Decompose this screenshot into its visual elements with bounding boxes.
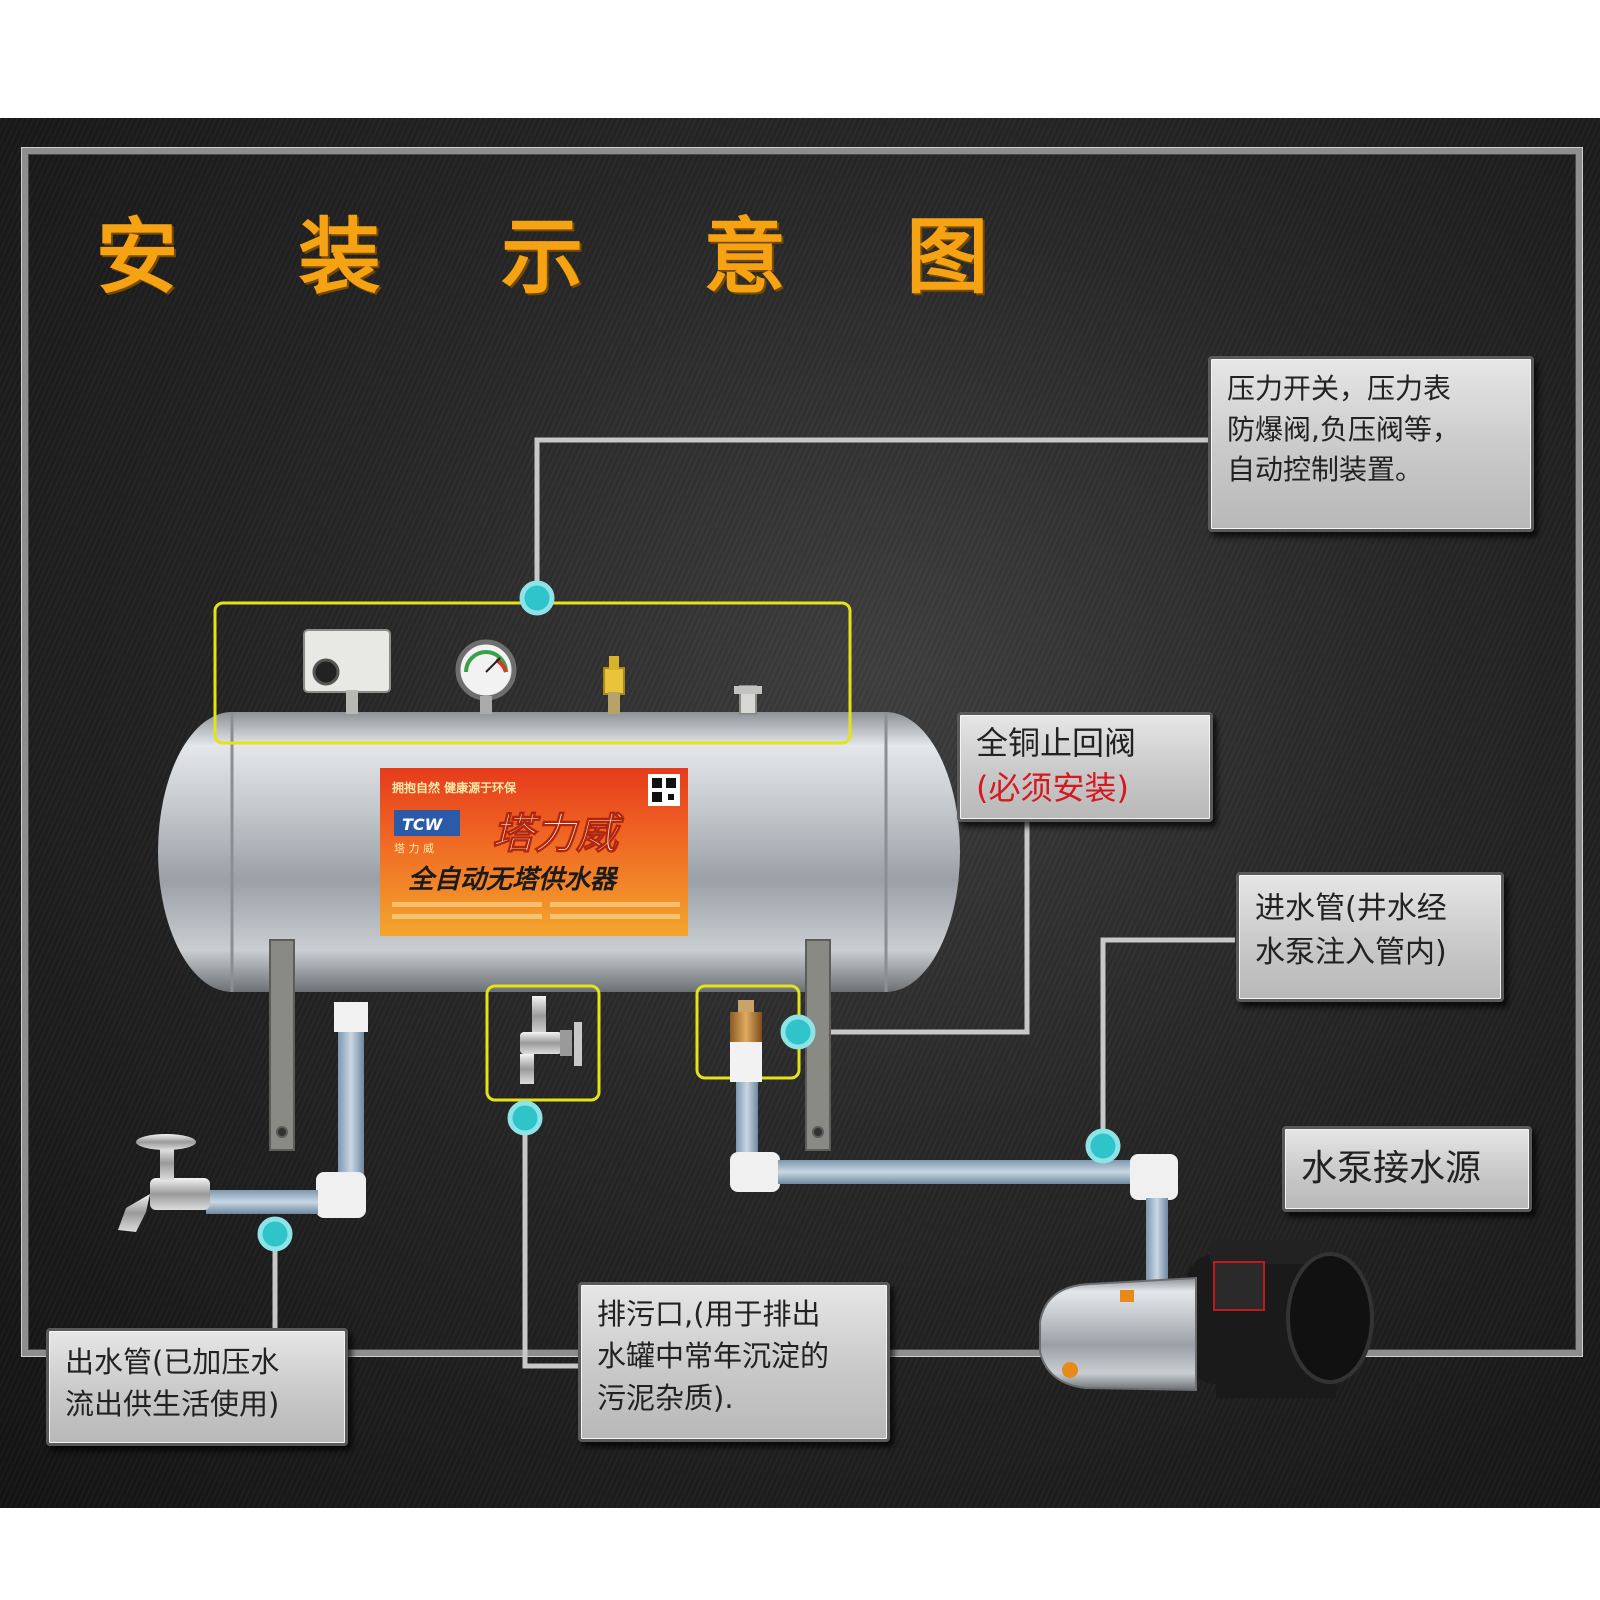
label-outlet: 出水管(已加压水 流出供生活使用): [46, 1328, 348, 1446]
water-pump-icon: [1039, 1240, 1374, 1398]
tank-sticker: 拥抱自然 健康源于环保 TCW 塔 力 威 塔力威 全自动无塔供水器: [380, 768, 688, 936]
faucet-icon: [118, 1134, 210, 1232]
callout-markers: [257, 580, 1121, 1252]
pressure-switch-icon: [303, 629, 391, 714]
label-drain: 排污口,(用于排出 水罐中常年沉淀的 污泥杂质).: [578, 1282, 890, 1442]
sticker-product: 全自动无塔供水器: [408, 865, 619, 895]
safety-valve-icon: [603, 656, 625, 714]
label-inlet-line-1: 进水管(井水经: [1255, 891, 1447, 926]
label-controls-line-2: 防爆阀,负压阀等，: [1227, 412, 1460, 446]
label-drain-line-2: 水罐中常年沉淀的: [597, 1339, 830, 1374]
leader-line-inlet: [1100, 937, 1235, 1146]
label-controls-line-1: 压力开关，压力表: [1227, 372, 1452, 405]
label-controls: 压力开关，压力表 防爆阀,负压阀等， 自动控制装置。: [1208, 356, 1534, 532]
marker-controls: [519, 580, 555, 616]
diagram-title: 安 装 示 意 图: [96, 210, 1035, 305]
label-drain-line-3: 污泥杂质).: [597, 1381, 734, 1416]
label-inlet-line-2: 水泵注入管内): [1255, 934, 1447, 970]
leader-lines: [272, 437, 1235, 1369]
sticker-logo: TCW: [402, 815, 444, 834]
vacuum-valve-icon: [734, 685, 762, 715]
label-pump-source: 水泵接水源: [1282, 1126, 1532, 1212]
label-drain-line-1: 排污口,(用于排出: [597, 1297, 821, 1331]
highlight-drain: [485, 984, 601, 1102]
outlet-pipe: [206, 1002, 368, 1218]
marker-drain: [507, 1100, 543, 1136]
marker-inlet: [1085, 1128, 1121, 1164]
label-pump-source-line-1: 水泵接水源: [1301, 1148, 1482, 1189]
leader-line-drain: [522, 1118, 580, 1369]
sticker-slogan: 拥抱自然 健康源于环保: [392, 780, 517, 795]
label-check-valve-required: (必须安装): [976, 768, 1129, 807]
label-outlet-line-1: 出水管(已加压水: [65, 1345, 280, 1379]
check-valve-icon: [730, 1000, 762, 1082]
label-check-valve-line-1: 全铜止回阀: [976, 724, 1137, 762]
label-inlet: 进水管(井水经 水泵注入管内): [1236, 872, 1504, 1002]
sticker-brand-sub: 塔 力 威: [394, 842, 434, 855]
sticker-brand: 塔力威: [492, 809, 624, 858]
leader-line-check-valve: [798, 818, 1030, 1035]
marker-check-valve: [780, 1014, 816, 1050]
label-check-valve: 全铜止回阀 (必须安装): [957, 712, 1213, 822]
leader-line-controls: [534, 437, 1208, 598]
pressure-gauge-icon: [455, 639, 517, 714]
marker-outlet: [257, 1216, 293, 1252]
tank-legs: [269, 939, 831, 1151]
drain-valve-icon: [520, 996, 582, 1084]
label-controls-line-3: 自动控制装置。: [1227, 453, 1424, 487]
label-outlet-line-2: 流出供生活使用): [65, 1387, 280, 1422]
inlet-pipe: [730, 1082, 1178, 1294]
